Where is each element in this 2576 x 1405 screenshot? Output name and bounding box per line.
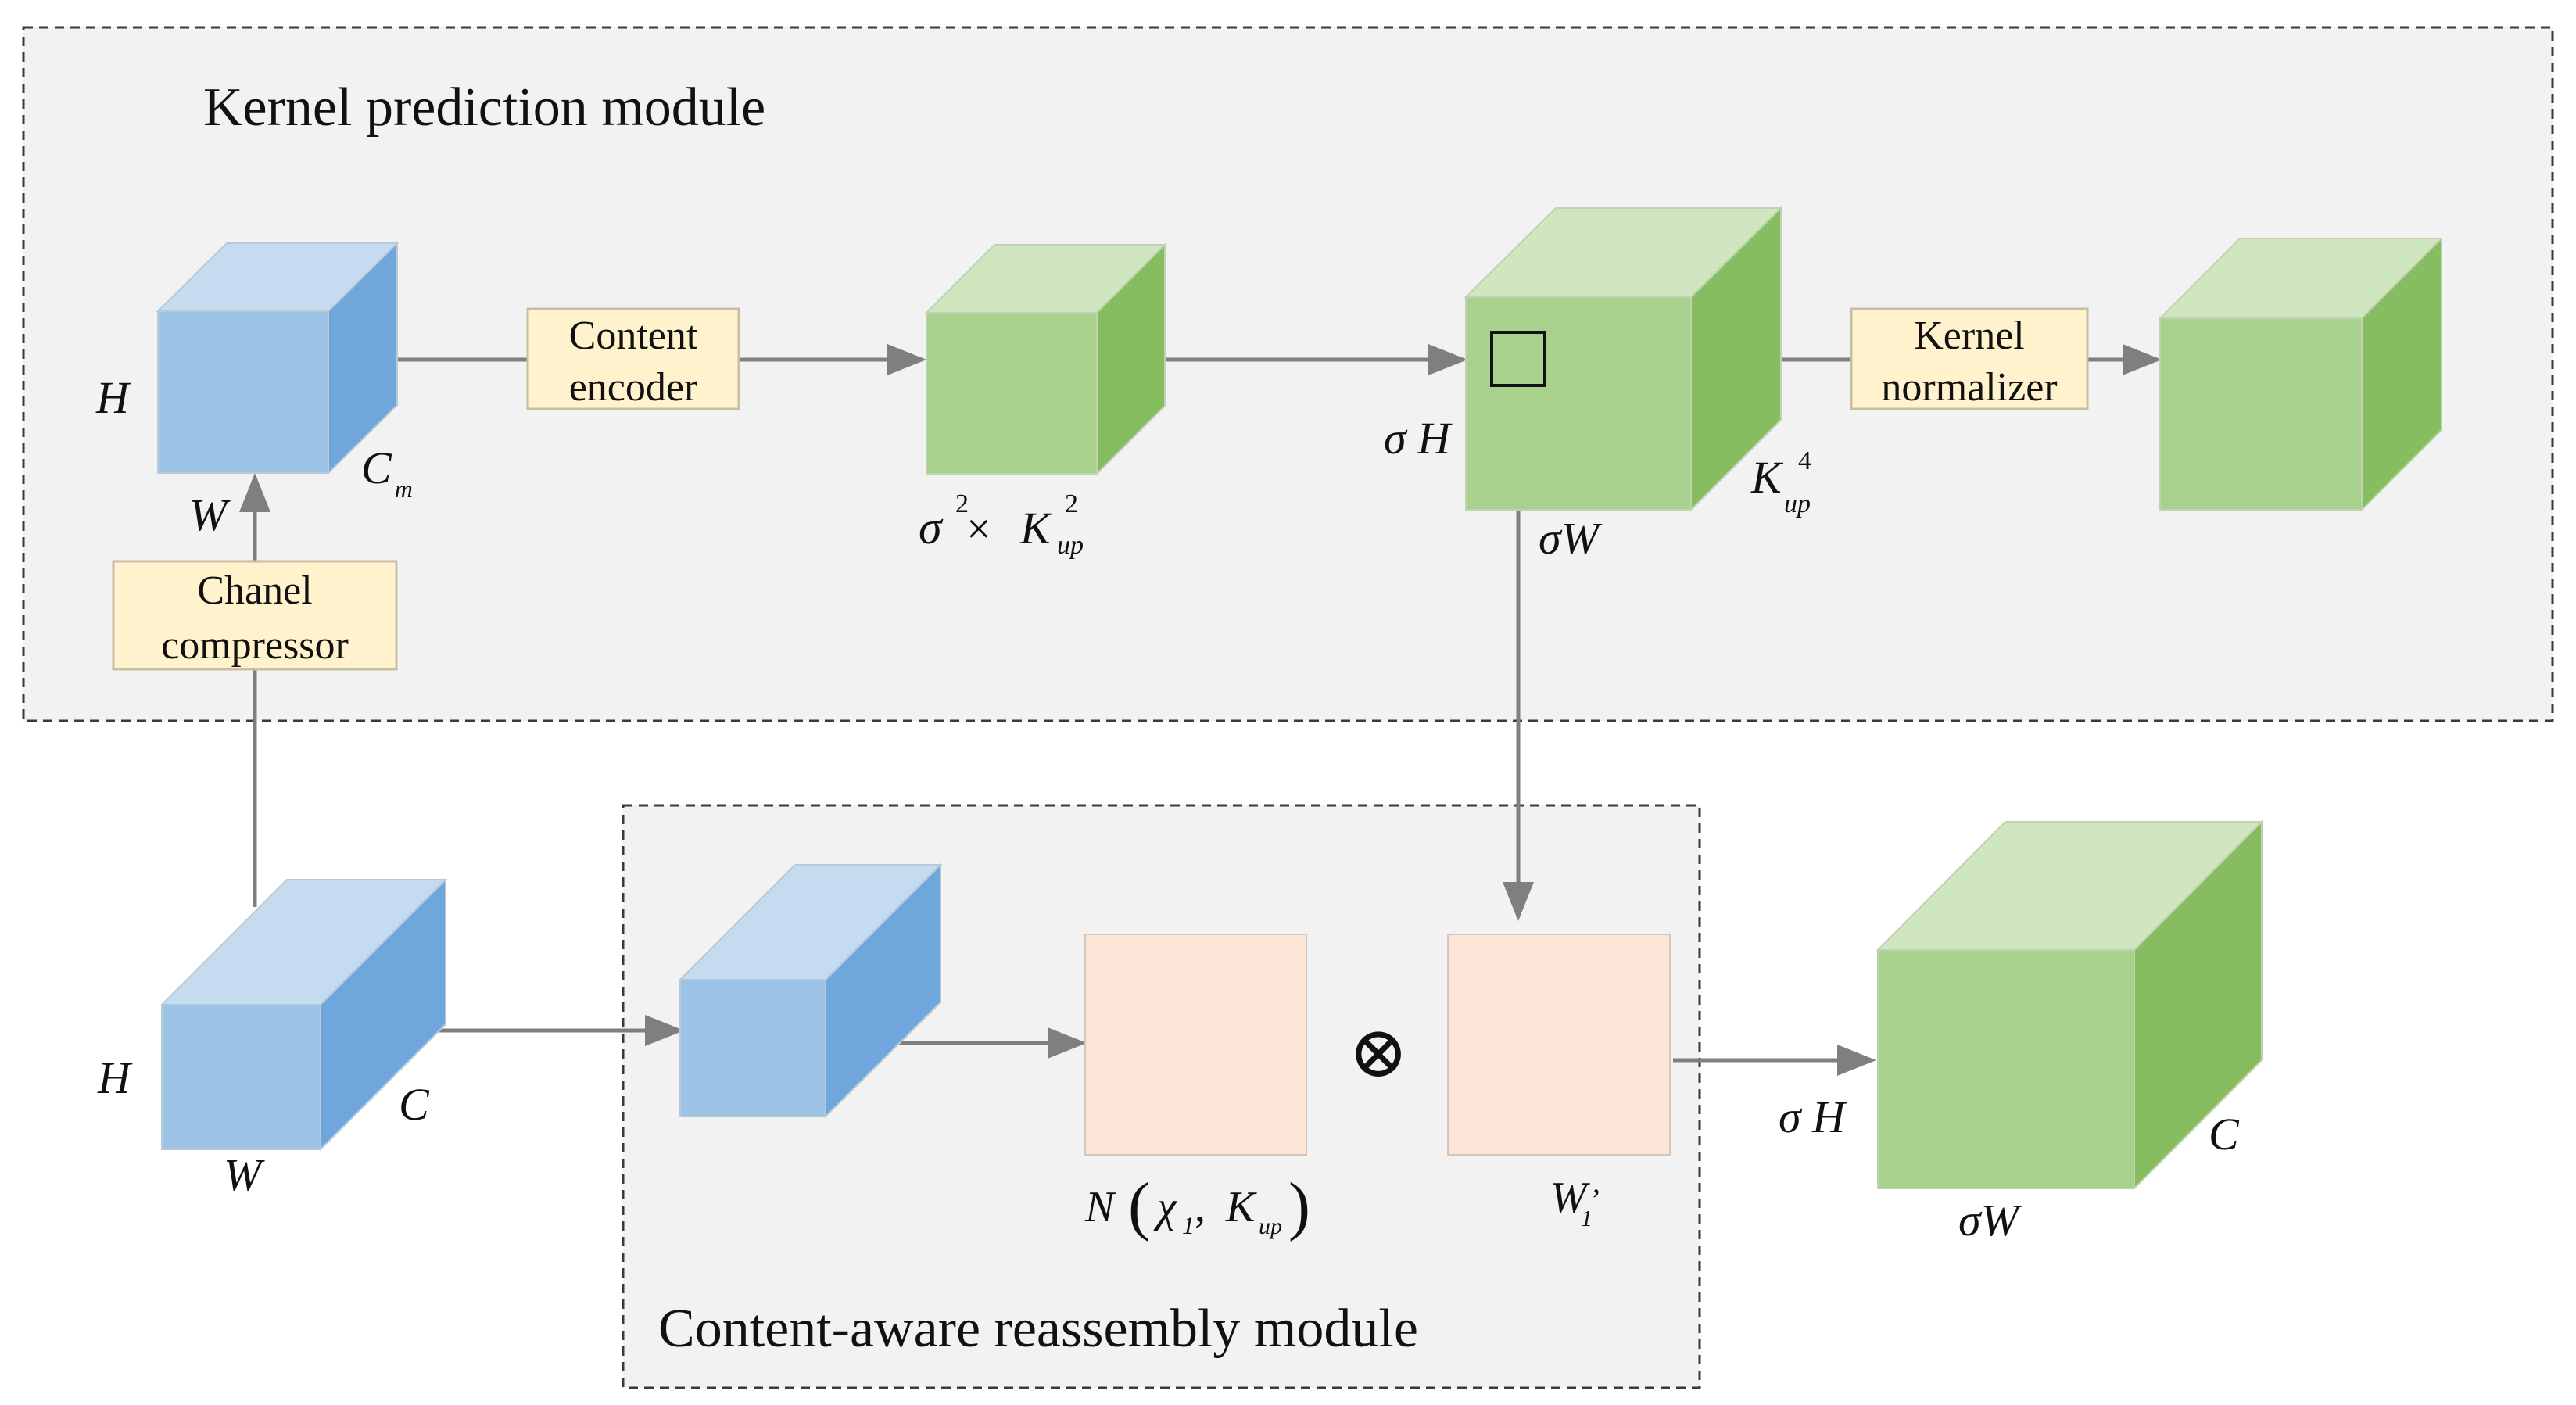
label-out-sigma-w: σW: [1958, 1195, 2022, 1246]
label-big-k-sup: 4: [1798, 446, 1811, 475]
label-enc-sigma-sup: 2: [955, 489, 969, 518]
label-in2-c: C: [399, 1079, 430, 1130]
input-feature-cube: [159, 877, 448, 1152]
input-feature-cube-compressed: [156, 241, 399, 475]
content-encoder-box: Content encoder: [526, 307, 740, 410]
label-big-sigma-w: σW: [1539, 513, 1603, 564]
label-out-sw-w: W: [1981, 1195, 2022, 1246]
reshaped-kernel-cube: [1464, 206, 1783, 512]
neighborhood-square: [1084, 934, 1307, 1156]
label-in1-h: H: [95, 372, 131, 423]
label-in2-h: H: [97, 1052, 133, 1103]
label-enc-k: K: [1019, 503, 1053, 554]
label-in1-c-sub: m: [395, 475, 413, 503]
label-big-k: K: [1750, 452, 1784, 503]
label-out-sigma-h: σ H: [1779, 1091, 1847, 1142]
label-in2-w: W: [224, 1149, 265, 1200]
kernel-normalizer-box: Kernel normalizer: [1850, 307, 2089, 410]
label-n-k-sub: up: [1259, 1213, 1282, 1239]
content-encoder-line2: encoder: [569, 365, 698, 410]
label-in1-w: W: [189, 489, 231, 540]
label-n-k: K: [1225, 1183, 1257, 1231]
label-n-rparen: ): [1288, 1170, 1310, 1242]
encoded-kernel-cube: [924, 242, 1167, 476]
label-n-chi: χ: [1153, 1183, 1177, 1231]
label-big-sigma-h: σ H: [1384, 413, 1453, 464]
normalized-kernel-cube: [2158, 236, 2444, 512]
kernel-prediction-title: Kernel prediction module: [203, 77, 765, 138]
chanel-compressor-box: Chanel compressor: [112, 560, 398, 671]
label-big-sh-sigma: σ: [1384, 413, 1408, 464]
kernel-location-marker: [1490, 331, 1546, 387]
output-feature-cube: [1876, 819, 2264, 1191]
label-enc-times: ×: [966, 505, 991, 554]
label-enc-k-sup: 2: [1065, 489, 1078, 518]
chanel-compressor-line1: Chanel: [197, 568, 312, 613]
chanel-compressor-line2: compressor: [161, 623, 349, 668]
label-big-sw-sigma: σ: [1539, 513, 1563, 564]
label-n-func: N: [1084, 1183, 1116, 1231]
label-big-k-sub: up: [1784, 489, 1811, 518]
label-out-c: C: [2209, 1109, 2240, 1159]
kernel-normalizer-line2: normalizer: [1881, 365, 2057, 410]
otimes-symbol: ⊗: [1348, 1013, 1408, 1092]
label-out-sw-sigma: σ: [1958, 1195, 1983, 1246]
label-big-sh-h: H: [1406, 413, 1453, 464]
label-n-chi-sub: 1: [1182, 1211, 1195, 1239]
label-in1-c-main: C: [361, 443, 392, 493]
label-n-comma: ,: [1195, 1183, 1206, 1231]
label-enc-sigma: σ: [919, 502, 944, 554]
content-aware-title: Content-aware reassembly module: [658, 1299, 1418, 1359]
label-out-sh-sigma: σ: [1779, 1091, 1803, 1142]
label-w-sub: 1: [1581, 1206, 1593, 1231]
label-n-lparen: (: [1128, 1170, 1150, 1242]
reassembly-input-cube: [678, 862, 943, 1119]
label-big-sw-w: W: [1561, 513, 1603, 564]
content-encoder-line1: Content: [569, 314, 698, 358]
label-out-sh-h: H: [1801, 1091, 1848, 1142]
label-w-prime: ’: [1591, 1182, 1601, 1217]
kernel-normalizer-line1: Kernel: [1914, 314, 2024, 358]
kernel-square: [1447, 934, 1671, 1156]
label-enc-k-sub: up: [1057, 531, 1084, 560]
label-w-main: W: [1550, 1174, 1590, 1222]
